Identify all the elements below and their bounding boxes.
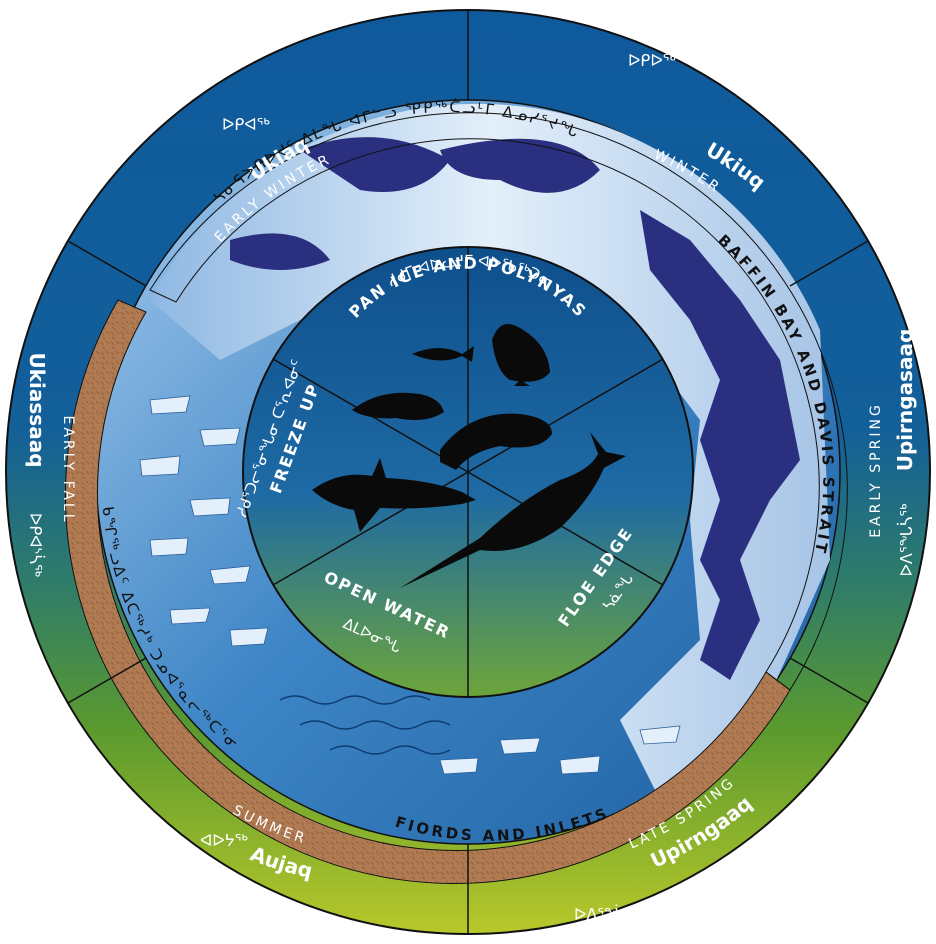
winter-syllabics: ᐅᑭᐅᖅ bbox=[628, 51, 676, 70]
ice-floes-dark bbox=[230, 137, 800, 681]
inner-dividers bbox=[272, 247, 664, 697]
narwhal-icon bbox=[400, 432, 626, 588]
late-spring-syllabics: ᐅᐱᕐᖔᖅ bbox=[574, 905, 637, 924]
early-spring-label: EARLY SPRING bbox=[868, 402, 884, 538]
early-fall-name: Ukiassaaq bbox=[25, 352, 49, 467]
floating-ice-pieces bbox=[139, 395, 681, 775]
season-dividers bbox=[67, 10, 869, 934]
land-ring-fiords bbox=[65, 299, 791, 884]
walrus-icon bbox=[492, 324, 550, 386]
summer-syllabics: ᐊᐅᔭᖅ bbox=[200, 831, 248, 850]
early-spring-name: Upirngasaaq bbox=[893, 329, 917, 472]
killer-whale-icon bbox=[312, 458, 476, 532]
seal-icon bbox=[352, 392, 444, 420]
early-fall-label: EARLY FALL bbox=[60, 415, 76, 524]
early-winter-syllabics: ᐅᑭᐊᖅ bbox=[222, 115, 270, 134]
fish-icon bbox=[412, 346, 474, 362]
early-fall-syllabics: ᐅᑭᐊᔅᓵᖅ bbox=[26, 513, 45, 577]
water-waves bbox=[279, 695, 451, 755]
early-spring-syllabics: ᐅᐱᕐᖓᓵᖅ bbox=[897, 504, 916, 577]
land-ring-baffin bbox=[149, 112, 848, 691]
bearded-seal-icon bbox=[440, 413, 552, 470]
